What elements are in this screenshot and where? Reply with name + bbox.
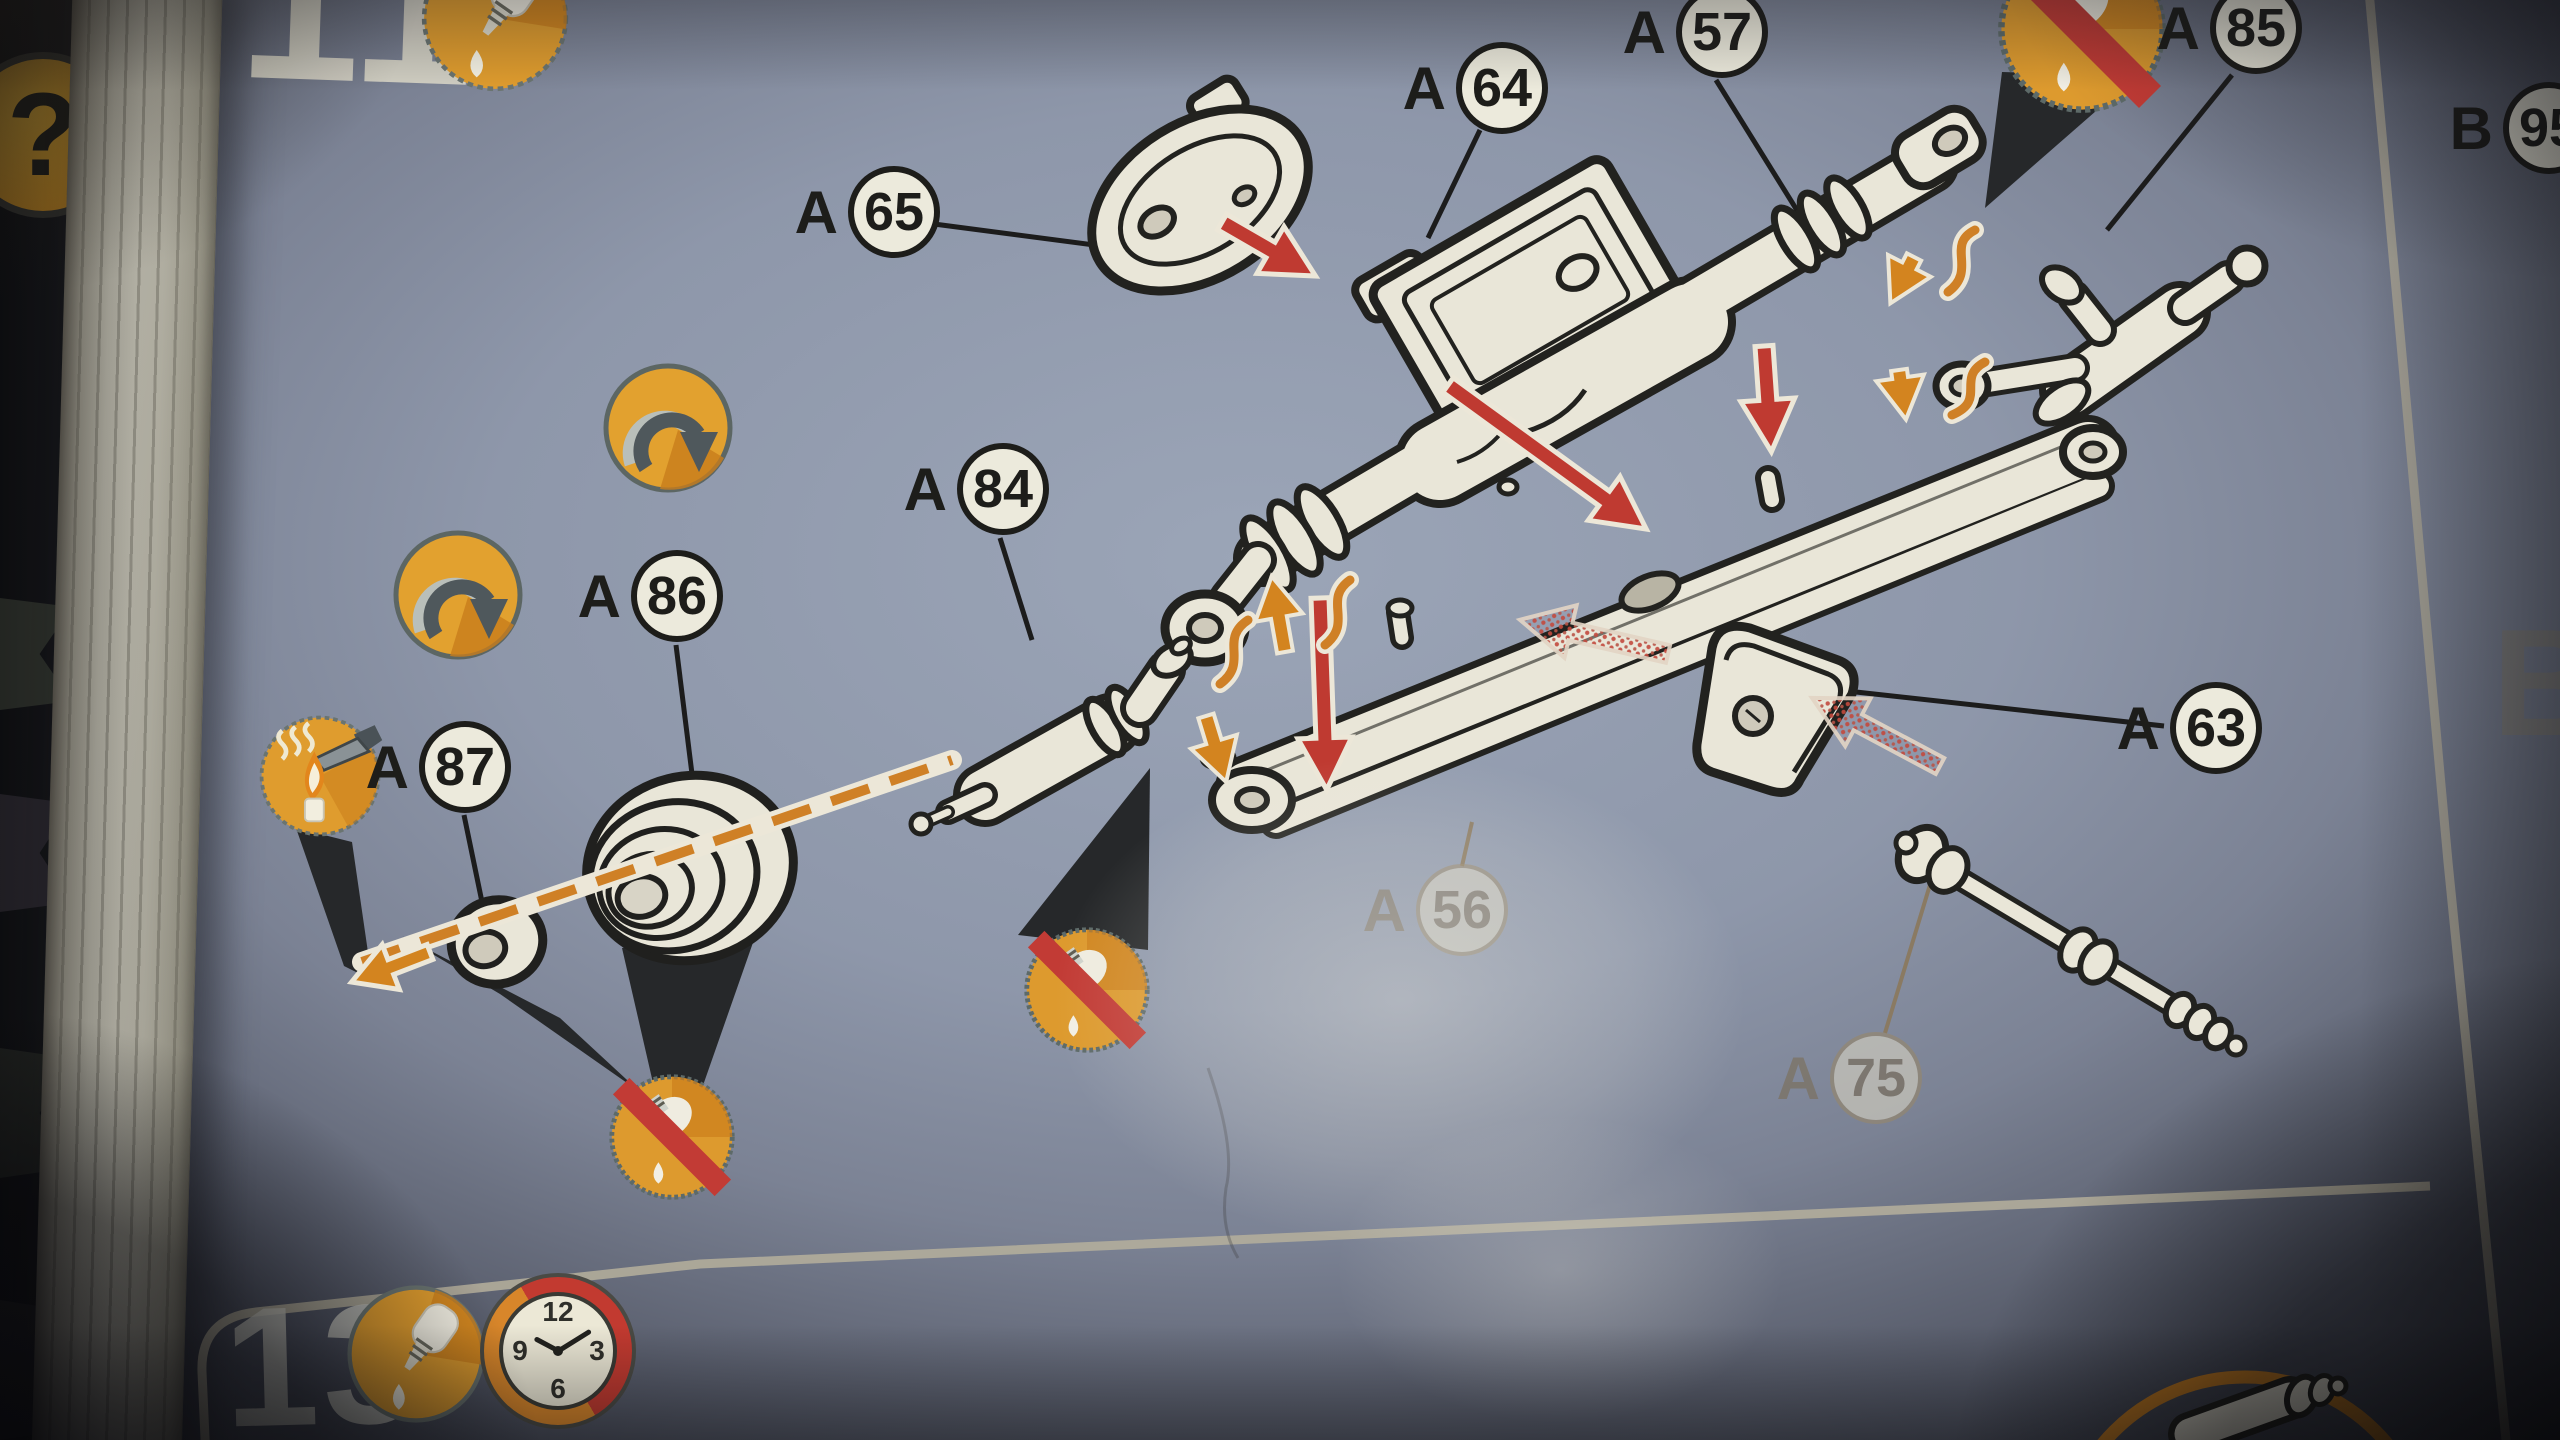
- part-a75-rod: [1893, 823, 2248, 1058]
- part-label-a85: A 85: [2128, 0, 2302, 74]
- clock-numeral-9: 9: [512, 1335, 528, 1366]
- clock-numeral-6: 6: [550, 1373, 566, 1404]
- part-a86-pulley: [582, 770, 798, 966]
- label-prefix: A: [794, 178, 838, 246]
- part-label-a75: A 75: [1748, 1032, 1922, 1124]
- label-prefix: A: [2116, 694, 2160, 762]
- turn-over-icon: [603, 363, 733, 493]
- clock-center-dot: [553, 1346, 563, 1356]
- label-prefix: A: [903, 455, 947, 523]
- label-prefix: A: [1362, 876, 1406, 944]
- clock-numeral-3: 3: [589, 1335, 605, 1366]
- part-a65-oval-plate: [1087, 74, 1313, 296]
- part-label-a63: A 63: [2088, 682, 2262, 774]
- clock-numeral-12: 12: [542, 1296, 574, 1327]
- label-number-circle: 87: [419, 721, 511, 813]
- label-number-circle: 64: [1456, 42, 1548, 134]
- label-prefix: A: [1402, 54, 1446, 122]
- label-number-circle: 85: [2210, 0, 2302, 74]
- label-number-circle: 95: [2503, 82, 2560, 174]
- label-number-circle: 75: [1830, 1032, 1922, 1124]
- label-number-circle: 63: [2170, 682, 2262, 774]
- part-label-b95: B 95: [2421, 82, 2560, 174]
- label-prefix: B: [2449, 94, 2493, 162]
- adjacent-panel-letter: B: [2492, 598, 2560, 768]
- part-label-a64: A 64: [1374, 42, 1548, 134]
- part-label-a84: A 84: [875, 443, 1049, 535]
- label-number-circle: 57: [1676, 0, 1768, 78]
- label-prefix: A: [2156, 0, 2200, 62]
- label-prefix: A: [1776, 1044, 1820, 1112]
- part-label-a57: A 57: [1594, 0, 1768, 78]
- part-label-a87: A 87: [337, 721, 511, 813]
- label-prefix: A: [365, 733, 409, 801]
- part-label-a86: A 86: [549, 550, 723, 642]
- detail-magnifier-circle: [2097, 1370, 2393, 1440]
- part-a85-fitting: [1932, 244, 2269, 427]
- glue-icon: [347, 1285, 485, 1423]
- part-a84-plug: [908, 635, 1194, 837]
- label-number-circle: 86: [631, 550, 723, 642]
- no-glue-icon: [1024, 927, 1150, 1053]
- turn-over-icon: [393, 530, 523, 660]
- part-label-a56: A 56: [1334, 864, 1508, 956]
- part-label-a65: A 65: [766, 166, 940, 258]
- clock-face: 12 3 6 9: [499, 1292, 617, 1410]
- assembly-time-clock-icon: 12 3 6 9: [480, 1273, 636, 1429]
- glue-icon: [421, 0, 569, 92]
- label-number-circle: 84: [957, 443, 1049, 535]
- label-number-circle: 65: [848, 166, 940, 258]
- label-prefix: A: [1622, 0, 1666, 66]
- photo-scratch: [1206, 1067, 1240, 1259]
- no-glue-icon: [609, 1074, 735, 1200]
- label-number-circle: 56: [1416, 864, 1508, 956]
- label-prefix: A: [577, 562, 621, 630]
